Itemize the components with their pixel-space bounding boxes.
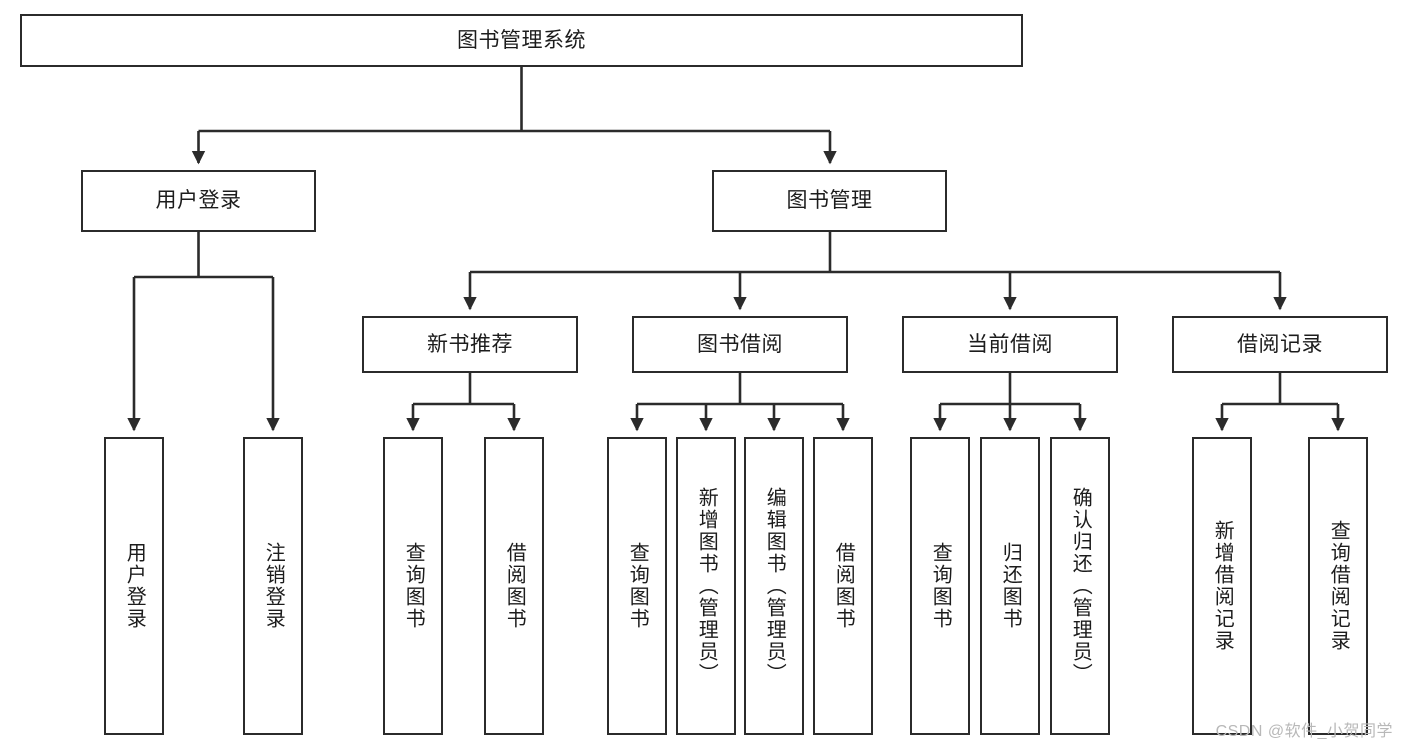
node-leaf-borrow-book-recommend[interactable]: 借阅图书 (484, 437, 544, 735)
node-root-book-management-system[interactable]: 图书管理系统 (20, 14, 1023, 67)
node-new-book-recommend-label: 新书推荐 (427, 332, 513, 356)
node-current-borrow[interactable]: 当前借阅 (902, 316, 1118, 373)
node-leaf-query-book-current[interactable]: 查询图书 (910, 437, 970, 735)
node-leaf-query-book-borrow-label: 查询图书 (626, 542, 649, 630)
node-leaf-borrow-book[interactable]: 借阅图书 (813, 437, 873, 735)
node-leaf-add-record[interactable]: 新增借阅记录 (1192, 437, 1252, 735)
node-leaf-query-book-recommend[interactable]: 查询图书 (383, 437, 443, 735)
node-leaf-user-login-label: 用户登录 (123, 542, 146, 630)
node-borrow-record-label: 借阅记录 (1237, 332, 1323, 356)
node-leaf-logout-login-label: 注销登录 (262, 542, 285, 630)
node-leaf-borrow-book-recommend-label: 借阅图书 (503, 542, 526, 630)
node-borrow-record[interactable]: 借阅记录 (1172, 316, 1388, 373)
node-leaf-query-record[interactable]: 查询借阅记录 (1308, 437, 1368, 735)
node-leaf-confirm-return[interactable]: 确认归还（管理员） (1050, 437, 1110, 735)
node-leaf-return-book[interactable]: 归还图书 (980, 437, 1040, 735)
csdn-watermark: CSDN @软件_小贺同学 (1215, 723, 1393, 740)
node-book-manage-label: 图书管理 (786, 189, 873, 213)
node-user-login-label: 用户登录 (155, 189, 242, 213)
node-leaf-confirm-return-label: 确认归还（管理员） (1069, 487, 1092, 685)
node-book-borrow[interactable]: 图书借阅 (632, 316, 848, 373)
node-leaf-add-record-label: 新增借阅记录 (1211, 520, 1234, 652)
node-leaf-borrow-book-label: 借阅图书 (832, 542, 855, 630)
node-leaf-add-book-label: 新增图书（管理员） (695, 487, 718, 685)
node-user-login[interactable]: 用户登录 (81, 170, 316, 232)
node-leaf-query-record-label: 查询借阅记录 (1327, 520, 1350, 652)
node-leaf-logout-login[interactable]: 注销登录 (243, 437, 303, 735)
node-leaf-query-book-borrow[interactable]: 查询图书 (607, 437, 667, 735)
node-leaf-edit-book-label: 编辑图书（管理员） (763, 487, 786, 685)
node-leaf-query-book-recommend-label: 查询图书 (402, 542, 425, 630)
node-leaf-edit-book[interactable]: 编辑图书（管理员） (744, 437, 804, 735)
node-current-borrow-label: 当前借阅 (967, 332, 1053, 356)
node-new-book-recommend[interactable]: 新书推荐 (362, 316, 578, 373)
node-leaf-query-book-current-label: 查询图书 (929, 542, 952, 630)
node-book-manage[interactable]: 图书管理 (712, 170, 947, 232)
node-leaf-add-book[interactable]: 新增图书（管理员） (676, 437, 736, 735)
node-book-borrow-label: 图书借阅 (697, 332, 783, 356)
node-root-label: 图书管理系统 (457, 28, 586, 52)
node-leaf-user-login[interactable]: 用户登录 (104, 437, 164, 735)
node-leaf-return-book-label: 归还图书 (999, 542, 1022, 630)
